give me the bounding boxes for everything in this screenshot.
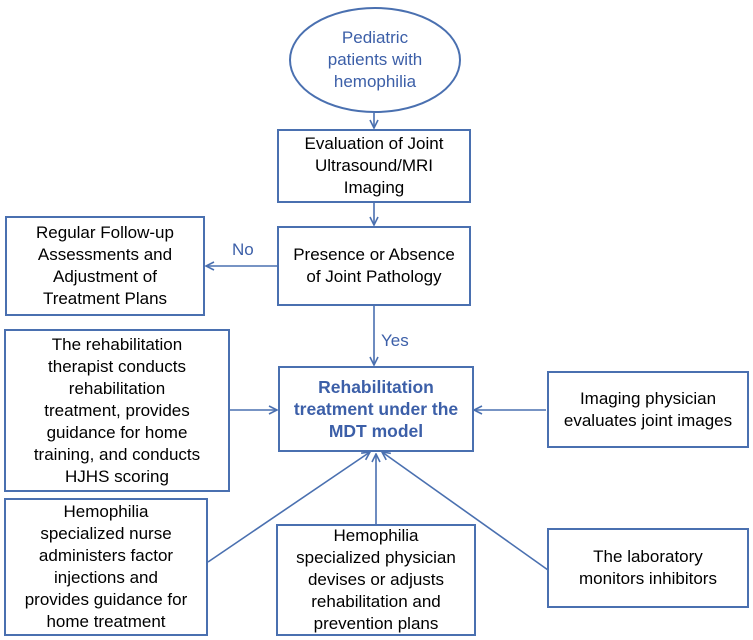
presence-node: Presence or Absence of Joint Pathology <box>277 226 471 306</box>
physician-node: Hemophilia specialized physician devises… <box>276 524 476 636</box>
nurse-node-label: Hemophilia specialized nurse administers… <box>24 502 188 631</box>
followup-node: Regular Follow-up Assessments and Adjust… <box>5 216 205 316</box>
mdt-center-node-label: Rehabilitation treatment under the MDT m… <box>293 377 459 441</box>
followup-node-label: Regular Follow-up Assessments and Adjust… <box>36 223 174 308</box>
imaging-physician-node: Imaging physician evaluates joint images <box>547 371 749 448</box>
laboratory-node-label: The laboratory monitors inhibitors <box>579 547 717 588</box>
edge-nurse-to-center <box>207 452 370 563</box>
evaluation-node: Evaluation of Joint Ultrasound/MRI Imagi… <box>277 129 471 203</box>
edge-lab-to-center <box>382 452 549 571</box>
therapist-node-label: The rehabilitation therapist conducts re… <box>33 334 201 486</box>
evaluation-node-label: Evaluation of Joint Ultrasound/MRI Imagi… <box>304 134 444 197</box>
therapist-node: The rehabilitation therapist conducts re… <box>4 329 230 492</box>
mdt-center-node: Rehabilitation treatment under the MDT m… <box>278 366 474 452</box>
presence-node-label: Presence or Absence of Joint Pathology <box>293 245 455 286</box>
start-node: Pediatric patients with hemophilia <box>289 7 461 113</box>
nurse-node: Hemophilia specialized nurse administers… <box>4 498 208 636</box>
edge-label-yes: Yes <box>381 331 409 350</box>
imaging-physician-node-label: Imaging physician evaluates joint images <box>563 388 733 430</box>
laboratory-node: The laboratory monitors inhibitors <box>547 528 749 608</box>
edge-label-no: No <box>232 240 254 259</box>
start-node-label: Pediatric patients with hemophilia <box>327 28 423 91</box>
physician-node-label: Hemophilia specialized physician devises… <box>296 526 456 633</box>
